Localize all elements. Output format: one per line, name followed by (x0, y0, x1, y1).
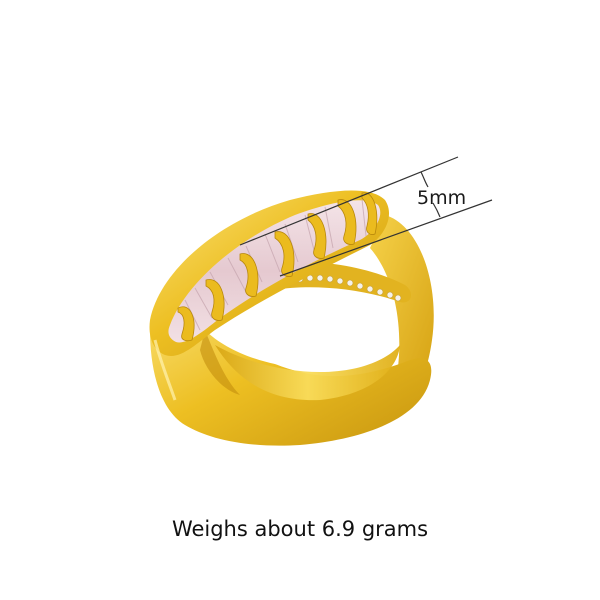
dimension-lines (239, 156, 493, 277)
ring-shank (150, 293, 432, 446)
ring-stone-band (149, 190, 390, 401)
dimension-label: 5mm (417, 187, 467, 209)
weight-caption: Weighs about 6.9 grams (171, 517, 429, 541)
